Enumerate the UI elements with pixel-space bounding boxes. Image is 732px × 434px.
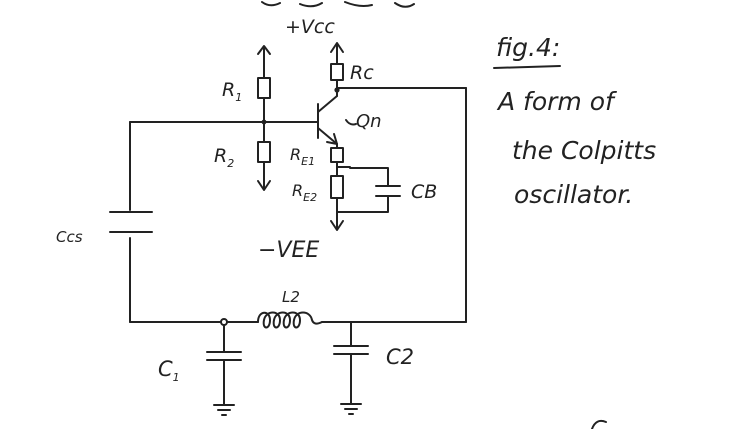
svg-text:RE1: RE1 [290,145,315,168]
svg-text:C1: C1 [158,357,180,384]
capacitor-c1 [206,324,242,416]
caption-line-3: oscillator. [514,180,633,209]
label-r2: R [214,145,227,167]
tank-circuit [129,311,467,329]
label-re1-sub: E1 [301,155,315,168]
collector-wiring [334,87,467,323]
label-qn: Qn [356,111,382,132]
label-vcc: +Vcc [285,16,335,38]
label-vee: −VEE [258,238,319,263]
svg-text:R1: R1 [222,79,242,104]
label-r1: R [222,79,235,101]
svg-text:R2: R2 [214,145,234,170]
resistor-r2 [257,121,271,191]
caption-line-2: the Colpitts [512,136,656,165]
label-r1-sub: 1 [235,91,242,104]
cb-top-wire [336,166,389,187]
base-wiring [129,119,319,323]
label-rc: Rc [350,62,374,84]
resistor-re1 [330,147,344,163]
caption-title: fig.4: [496,33,560,62]
resistor-r1 [257,45,271,123]
label-c1-sub: 1 [173,371,180,384]
stray-mark [591,419,607,430]
label-c1: C [158,357,173,381]
capacitor-c2 [333,321,369,415]
label-re1: R [290,145,301,164]
label-cb: CB [411,181,437,203]
emitter-chain [330,143,401,231]
label-re2-sub: E2 [303,191,317,204]
base-node-dot [261,119,267,125]
resistor-re2 [330,175,344,199]
label-l2: L2 [282,288,300,306]
cb-bottom-wire [336,195,389,213]
label-re2: R [292,181,303,200]
qn-pointer-line [345,119,357,126]
resistor-rc [330,42,344,97]
label-ccs: Ccs [56,228,83,246]
collector-node-dot [334,87,340,93]
figure-caption: fig.4: A form of the Colpitts oscillator… [493,33,656,209]
transistor-qn [317,95,357,145]
cropped-top-handwriting [261,1,415,8]
svg-text:RE2: RE2 [292,181,317,204]
label-r2-sub: 2 [227,157,234,170]
capacitor-ccs [109,211,153,233]
caption-line-1: A form of [496,87,617,116]
inductor-l2 [257,311,323,329]
caption-underline [493,65,561,69]
label-c2: C2 [386,345,414,369]
